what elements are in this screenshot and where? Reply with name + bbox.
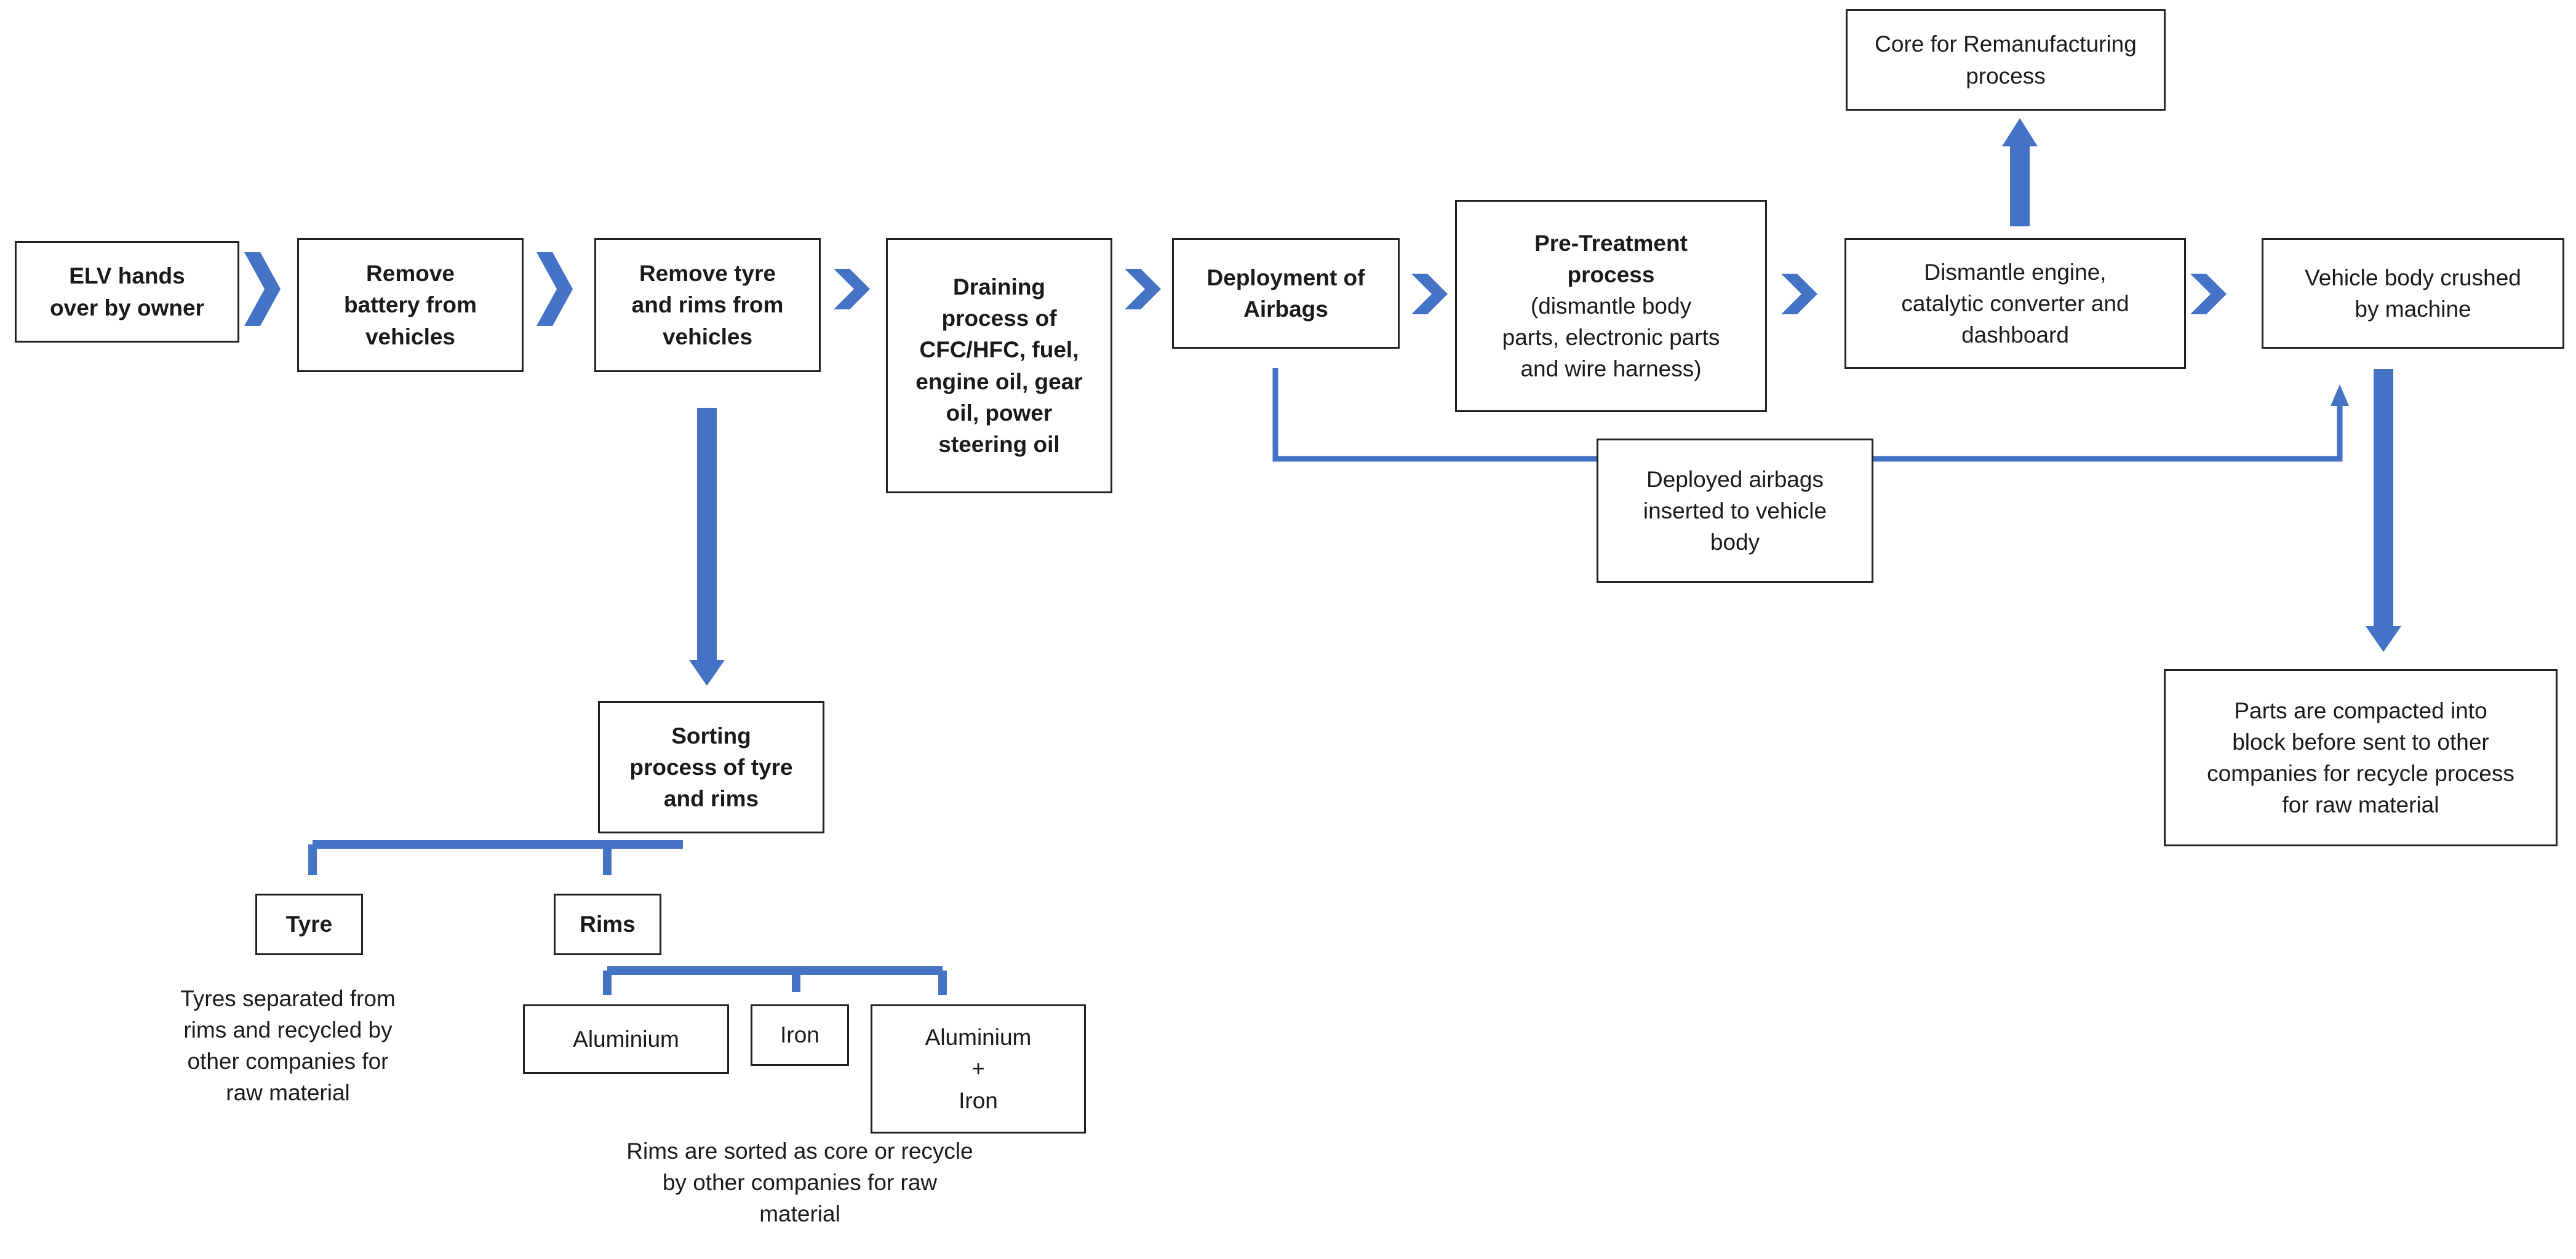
chevron-icon <box>1125 269 1161 309</box>
branch-label: Deployed airbags inserted to vehicle bod… <box>1643 466 1827 555</box>
step-title: Pre-Treatment process <box>1534 230 1688 287</box>
sorting-bracket <box>308 840 683 875</box>
arrow-down-to-sorting <box>689 408 725 686</box>
chevron-icon <box>2190 274 2227 314</box>
branch-label: Rims <box>580 911 636 937</box>
step-label: Vehicle body crushed by machine <box>2305 264 2521 322</box>
branch-aluminium-iron: Aluminium + Iron <box>871 1004 1086 1134</box>
step-label: Dismantle engine, catalytic converter an… <box>1901 259 2129 348</box>
arrow-down-to-compacted <box>2366 369 2401 652</box>
step-dismantle-engine: Dismantle engine, catalytic converter an… <box>1844 238 2186 369</box>
branch-label: Aluminium <box>573 1026 679 1052</box>
note-rims: Rims are sorted as core or recycle by ot… <box>626 1138 973 1227</box>
airbag-return-arrowhead <box>2331 384 2349 406</box>
arrow-up-to-core <box>2002 118 2038 226</box>
step-remove-tyre-rims: Remove tyre and rims from vehicles <box>594 238 821 372</box>
branch-label: Tyre <box>285 911 333 937</box>
note-tyre: Tyres separated from rims and recycled b… <box>180 986 396 1106</box>
chevron-icon <box>244 252 281 326</box>
chevron-icon <box>1411 274 1448 314</box>
rims-bracket <box>603 966 947 995</box>
chevron-icon <box>1781 274 1817 314</box>
step-label: Remove tyre and rims from vehicles <box>631 261 784 349</box>
step-label: Draining process of CFC/HFC, fuel, engin… <box>915 274 1083 457</box>
step-draining: Draining process of CFC/HFC, fuel, engin… <box>886 238 1112 493</box>
branch-label: Core for Remanufacturing process <box>1875 31 2137 89</box>
branch-iron: Iron <box>751 1004 849 1066</box>
step-label: ELV hands over by owner <box>50 263 204 320</box>
chevron-icon <box>834 269 870 309</box>
branch-parts-compacted: Parts are compacted into block before se… <box>2164 669 2558 846</box>
step-label: Deployment of Airbags <box>1206 264 1365 322</box>
branch-tyre: Tyre <box>255 894 363 955</box>
step-elv-handover: ELV hands over by owner <box>15 241 239 343</box>
chevron-arrows <box>244 252 2227 326</box>
branch-core-remanufacturing: Core for Remanufacturing process <box>1846 9 2166 111</box>
branch-deployed-airbags: Deployed airbags inserted to vehicle bod… <box>1597 439 1873 583</box>
step-body-crushed: Vehicle body crushed by machine <box>2262 238 2564 349</box>
step-remove-battery: Remove battery from vehicles <box>297 238 524 372</box>
branch-sorting: Sorting process of tyre and rims <box>598 701 824 833</box>
branch-label: Sorting process of tyre and rims <box>629 723 793 812</box>
branch-aluminium: Aluminium <box>523 1004 729 1074</box>
step-label: Remove battery from vehicles <box>344 261 477 349</box>
branch-label: Aluminium + Iron <box>925 1025 1032 1113</box>
chevron-icon <box>536 252 573 326</box>
step-pretreatment: Pre-Treatment process (dismantle body pa… <box>1455 200 1767 412</box>
branch-rims: Rims <box>554 894 661 955</box>
step-detail: (dismantle body parts, electronic parts … <box>1502 293 1720 382</box>
branch-label: Parts are compacted into block before se… <box>2207 697 2514 818</box>
branch-label: Iron <box>780 1022 819 1048</box>
step-deploy-airbags: Deployment of Airbags <box>1172 238 1400 349</box>
